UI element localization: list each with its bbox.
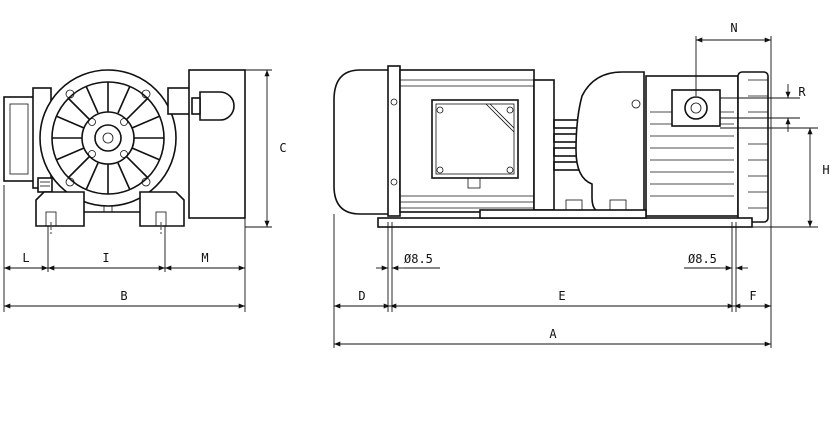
exhaust-tank — [188, 69, 246, 219]
side-view — [333, 65, 769, 228]
side-view-dimensions: Ø8.5 Ø8.5 D E F A N R H — [333, 21, 830, 348]
cable-gland — [37, 177, 53, 193]
hole-left-label: Ø8.5 — [404, 252, 433, 266]
motor-flange — [387, 65, 401, 217]
left-foot — [35, 191, 85, 227]
side-terminal-box — [3, 96, 35, 182]
pump-volute — [575, 71, 645, 215]
front-view — [3, 69, 246, 227]
dim-n-label: N — [730, 21, 737, 35]
dim-e-label: E — [558, 289, 565, 303]
dim-m-label: M — [201, 251, 208, 265]
dim-a-label: A — [549, 327, 557, 341]
dim-c-label: C — [279, 141, 286, 155]
dim-d-label: D — [358, 289, 365, 303]
dim-r-label: R — [798, 85, 806, 99]
dim-l-label: L — [22, 251, 29, 265]
base-plate — [377, 217, 753, 228]
terminal-box — [431, 99, 519, 179]
dim-b-label: B — [120, 289, 127, 303]
right-foot — [139, 191, 185, 227]
dim-f-label: F — [749, 289, 756, 303]
front-view-dimensions: L I M B C — [3, 69, 287, 312]
hole-right-label: Ø8.5 — [688, 252, 717, 266]
dim-i-label: I — [102, 251, 109, 265]
dim-h-label: H — [822, 163, 829, 177]
housing-ribs — [52, 82, 164, 194]
coupling-housing — [533, 79, 555, 211]
side-port — [167, 87, 191, 115]
end-cover — [737, 71, 769, 223]
fan-cowl — [333, 69, 391, 215]
